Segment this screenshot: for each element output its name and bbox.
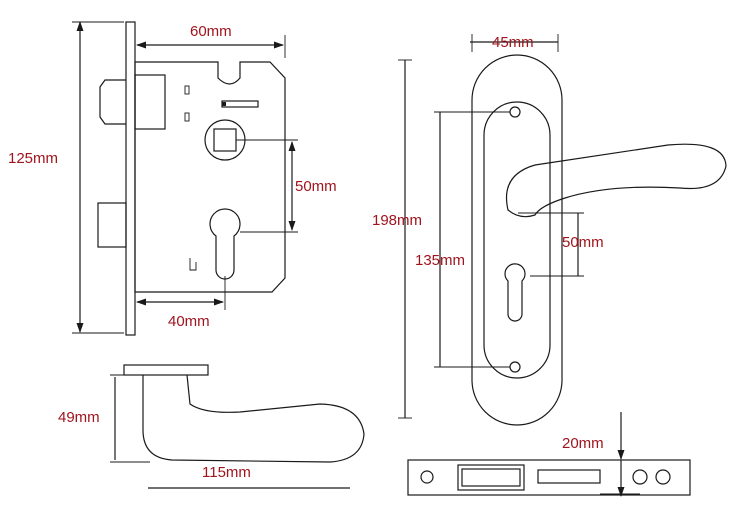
lever-side-handle [142, 374, 365, 463]
strike-latch-opening [457, 464, 525, 491]
top-screw-hole [509, 106, 521, 118]
strike-screw-right [655, 469, 671, 485]
bottom-screw-hole [509, 361, 521, 373]
latch-bolt [99, 79, 126, 125]
backset-label: 40mm [168, 313, 210, 330]
inner-plate [483, 101, 551, 379]
strike-plate: 20mm [407, 412, 691, 497]
rose-plate [123, 364, 209, 376]
hook-mark [189, 258, 197, 271]
lock-width-label: 60mm [190, 23, 232, 40]
strike-height-label: 20mm [562, 435, 604, 452]
hole-spacing-label: 135mm [415, 252, 465, 269]
strike-latch-inner [461, 468, 521, 487]
slot-1 [184, 85, 190, 95]
lever-front-handle [505, 143, 727, 218]
lock-height-label: 125mm [8, 150, 58, 167]
plate-center-label: 50mm [562, 234, 604, 251]
slot-2 [184, 112, 190, 122]
lock-dimensions: 125mm 60mm 50mm 40mm [8, 21, 337, 334]
dead-bolt [97, 202, 127, 248]
strike-plate-outline [407, 459, 691, 496]
backplate-front-view: 198mm 45mm 135mm 50mm [372, 34, 727, 426]
bar-slot [221, 100, 259, 108]
center-distance-label: 50mm [295, 178, 337, 195]
handle-length-label: 115mm [202, 464, 251, 481]
plate-height-label: 198mm [372, 212, 422, 229]
plate-width-label: 45mm [492, 34, 534, 51]
cylinder-hole [209, 208, 241, 280]
latch-housing [134, 74, 166, 130]
strike-screw-mid [632, 469, 648, 485]
mortise-lock-body [97, 21, 298, 336]
outer-plate [471, 54, 563, 426]
handle-projection-label: 49mm [58, 409, 100, 426]
strike-screw-left [420, 470, 434, 484]
strike-bolt-opening [537, 469, 601, 484]
plate-keyhole [504, 263, 526, 322]
spindle-square-hole [213, 128, 237, 152]
lock-case [134, 61, 286, 293]
lever-side-view: 49mm 115mm [58, 364, 365, 489]
lock-faceplate [125, 21, 136, 336]
